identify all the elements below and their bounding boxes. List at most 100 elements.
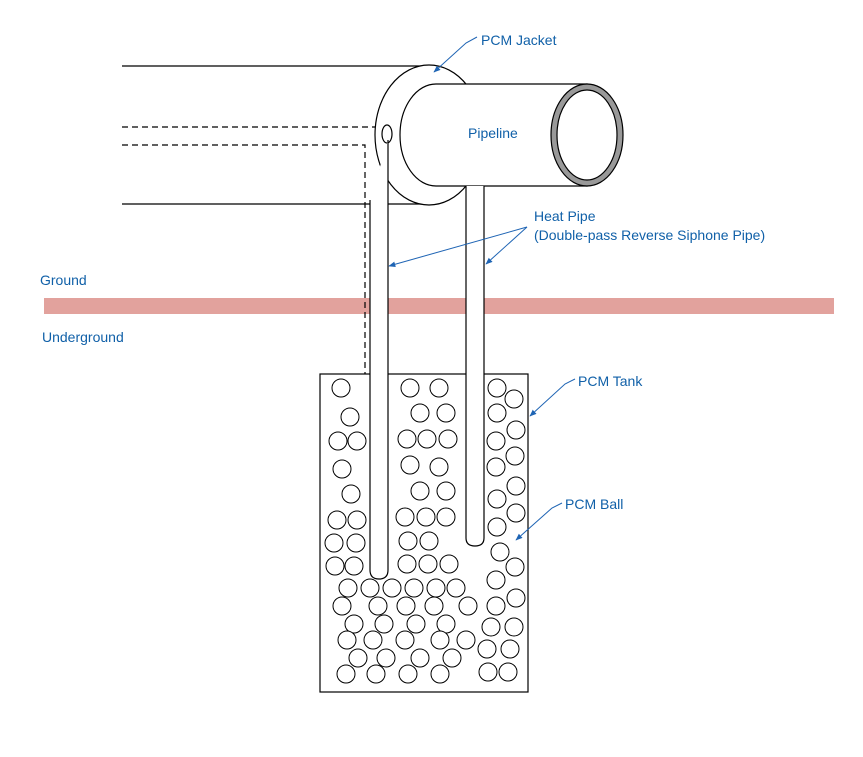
pcm-ball (504, 617, 524, 637)
heat-pipe-port (381, 124, 393, 144)
pcm-ball (426, 578, 446, 598)
pcm-ball (498, 662, 518, 682)
pcm-ball (477, 639, 497, 659)
pcm-ball (487, 378, 507, 398)
pcm-ball (400, 455, 420, 475)
pcm-ball (487, 489, 507, 509)
pcm-tank-leader (529, 378, 576, 417)
pcm-ball (396, 596, 416, 616)
pcm-ball (506, 503, 526, 523)
pcm-ball (417, 429, 437, 449)
pcm-ball (486, 431, 506, 451)
pcm-ball (439, 554, 459, 574)
heat-pipe-leader-right (485, 226, 528, 265)
pcm-ball (436, 481, 456, 501)
pcm-ball (325, 556, 345, 576)
pcm-ball (368, 596, 388, 616)
underground-label: Underground (42, 329, 124, 345)
pcm-ball (418, 554, 438, 574)
pcm-jacket-label: PCM Jacket (481, 32, 557, 48)
pcm-ball (506, 588, 526, 608)
pcm-ball (324, 533, 344, 553)
pcm-ball (456, 630, 476, 650)
pcm-ball (506, 420, 526, 440)
pcm-ball (486, 457, 506, 477)
pipeline-end-inner (556, 89, 618, 181)
heat-pipe-subtitle-label: (Double-pass Reverse Siphone Pipe) (534, 227, 765, 243)
pcm-ball (360, 578, 380, 598)
ground-label: Ground (40, 272, 87, 288)
pcm-ball (344, 614, 364, 634)
pcm-ball (436, 403, 456, 423)
pcm-ball (331, 378, 351, 398)
pcm-ball (410, 403, 430, 423)
pcm-ball (327, 510, 347, 530)
pcm-ball (487, 403, 507, 423)
pcm-ball (486, 570, 506, 590)
ground-band (44, 298, 834, 314)
pcm-ball (344, 556, 364, 576)
pcm-ball (338, 578, 358, 598)
pcm-ball (446, 578, 466, 598)
heat-pipe-label: Heat Pipe (534, 208, 596, 224)
pcm-ball (382, 578, 402, 598)
heat-pipe-right (465, 186, 485, 547)
pcm-ball (429, 457, 449, 477)
pcm-ball (376, 648, 396, 668)
pipeline-label: Pipeline (468, 125, 518, 141)
pcm-ball (487, 517, 507, 537)
pcm-ball (504, 389, 524, 409)
pcm-ball (416, 507, 436, 527)
pcm-ball (505, 446, 525, 466)
pcm-ball (332, 596, 352, 616)
pcm-ball (478, 662, 498, 682)
pcm-ball (442, 648, 462, 668)
heat-pipe-left (369, 140, 389, 580)
pcm-ball (347, 431, 367, 451)
pcm-ball (430, 664, 450, 684)
pcm-ball (337, 630, 357, 650)
pcm-ball (410, 648, 430, 668)
pipeline-body (399, 83, 588, 187)
pcm-ball (500, 639, 520, 659)
pcm-ball (436, 507, 456, 527)
pcm-ball (398, 664, 418, 684)
pcm-ball (336, 664, 356, 684)
pcm-balls (324, 378, 526, 684)
pcm-ball-label: PCM Ball (565, 496, 623, 512)
pcm-tank-label: PCM Tank (578, 373, 643, 389)
pcm-ball (332, 459, 352, 479)
pcm-ball (340, 407, 360, 427)
pcm-ball (395, 630, 415, 650)
heat-pipe-leader-left (388, 226, 528, 267)
pcm-ball (347, 510, 367, 530)
pcm-ball (348, 648, 368, 668)
pcm-ball (397, 429, 417, 449)
heat-pipe-hidden-upper (122, 126, 381, 374)
pcm-ball (363, 630, 383, 650)
pcm-ball (406, 614, 426, 634)
pcm-ball (346, 533, 366, 553)
pcm-ball (404, 578, 424, 598)
pcm-ball (400, 378, 420, 398)
pcm-ball (506, 476, 526, 496)
pcm-ball (341, 484, 361, 504)
pcm-ball (481, 617, 501, 637)
pcm-ball (429, 378, 449, 398)
pcm-ball-leader (515, 502, 563, 541)
pcm-ball (398, 531, 418, 551)
pcm-ball (438, 429, 458, 449)
pcm-ball (328, 431, 348, 451)
pcm-ball (505, 557, 525, 577)
pcm-jacket-leader (433, 36, 478, 73)
pcm-ball (397, 554, 417, 574)
pcm-ball (395, 507, 415, 527)
pcm-ball (490, 542, 510, 562)
pcm-ball (424, 596, 444, 616)
pcm-ball (430, 630, 450, 650)
pcm-ball (486, 596, 506, 616)
pcm-ball (436, 614, 456, 634)
pcm-ball (410, 481, 430, 501)
pcm-ball (458, 596, 478, 616)
pcm-ball (419, 531, 439, 551)
